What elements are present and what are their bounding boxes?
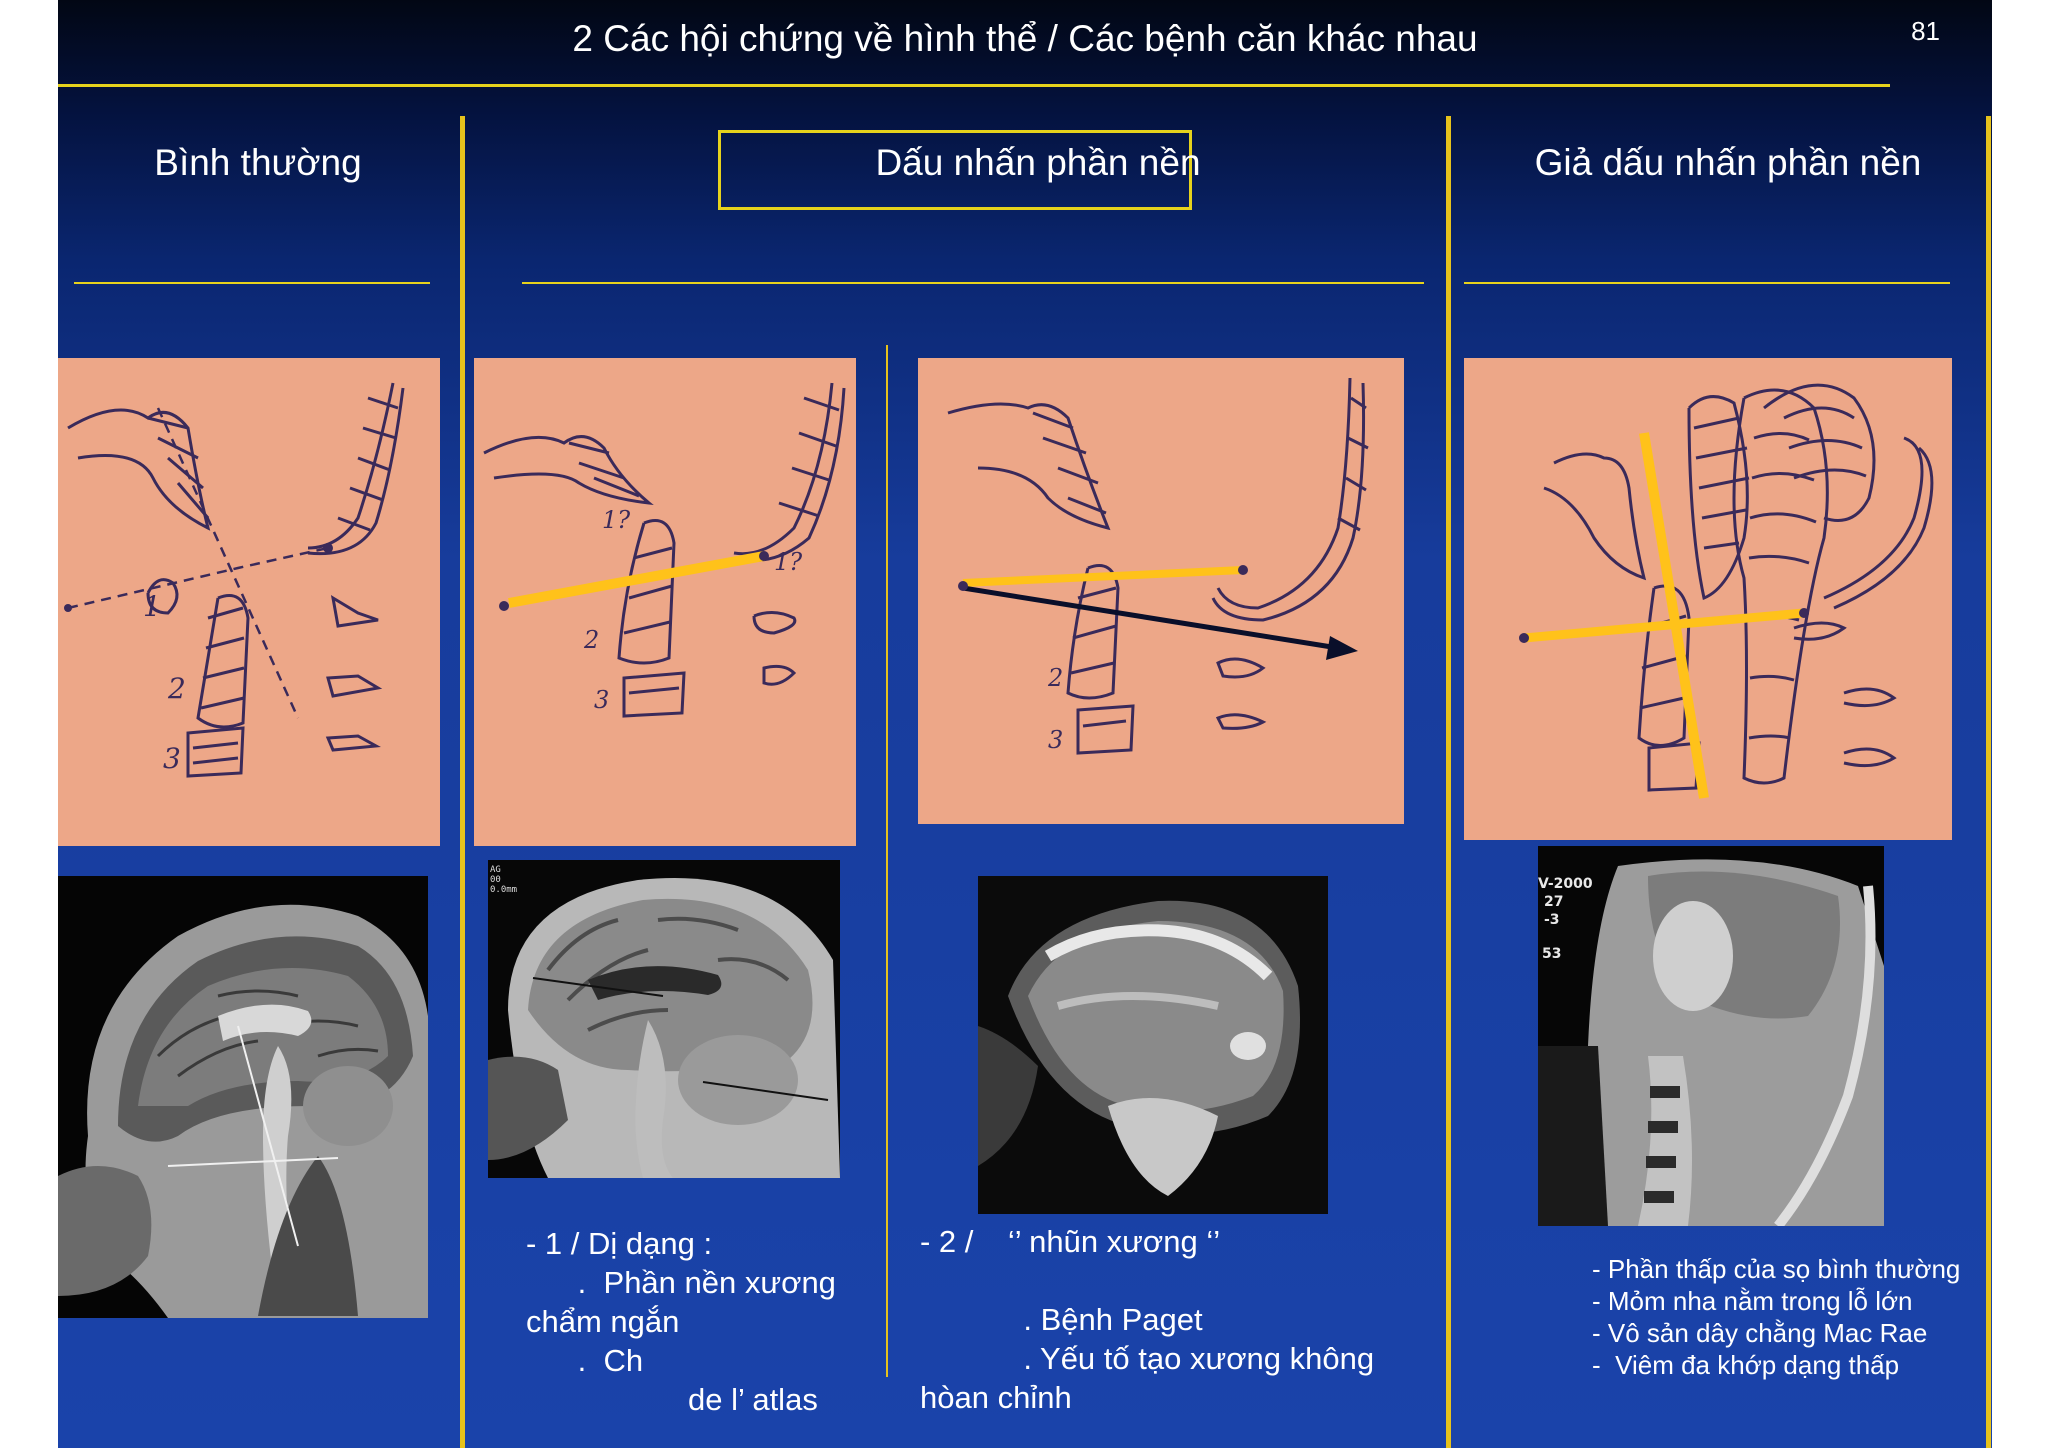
mri-pseudo: V-2000 27 -3 53	[1538, 846, 1884, 1226]
xray-paget	[978, 876, 1328, 1214]
caption-malformation-line-1: - 1 / Dị dạng :	[526, 1226, 713, 1261]
sketch-malformation-drawing: 1? 1? 2 3	[483, 382, 846, 718]
pseudo-findings-item: - Phần thấp của sọ bình thường	[1592, 1254, 1961, 1284]
heading-basilar-impression: Dấu nhấn phần nền	[875, 142, 1201, 183]
caption-malformation-line-2: . Phần nền xương	[526, 1265, 836, 1300]
pseudo-findings-item: - Vô sản dây chằng Mac Rae	[1592, 1318, 1928, 1348]
sketch-malformation-label-3: 3	[594, 686, 609, 714]
heading-normal: Bình thường	[154, 142, 362, 183]
pseudo-findings-item: - Mỏm nha nằm trong lỗ lớn	[1592, 1286, 1913, 1316]
heading-underline-3	[1464, 282, 1950, 284]
pseudo-findings-item: - Viêm đa khớp dạng thấp	[1592, 1350, 1900, 1380]
xray-paget-image	[978, 876, 1328, 1214]
mri-normal	[58, 876, 428, 1318]
title-underline	[58, 84, 1890, 87]
heading-pseudo-basilar-impression: Giả dấu nhấn phần nền	[1534, 142, 1922, 183]
sketch-normal-drawing: 1 2 3	[64, 382, 405, 778]
sketch-normal: 1 2 3	[58, 358, 440, 846]
mri-malformation-label-mm: 0.0mm	[490, 885, 517, 895]
page-number: 81	[1911, 16, 1940, 46]
sketch-osteomalacia-drawing: 2 3	[947, 377, 1369, 755]
heading-underline-2	[522, 282, 1424, 284]
mri-pseudo-label-3: -3	[1544, 912, 1560, 928]
sketch-malformation-label-1a: 1?	[602, 506, 630, 534]
caption-malformation-line-5: de l’ atlas	[688, 1382, 818, 1417]
sketch-normal-label-1: 1	[143, 590, 161, 623]
sketch-pseudo	[1464, 358, 1952, 840]
caption-osteomalacia-line-4: hòan chỉnh	[920, 1380, 1072, 1415]
caption-osteomalacia-line-spacer	[920, 1261, 1420, 1300]
sketch-normal-label-3: 3	[163, 742, 181, 775]
heading-box	[718, 130, 1192, 210]
mri-malformation-label-deg: 00	[490, 875, 501, 885]
mri-pseudo-image: V-2000 27 -3 53	[1538, 846, 1884, 1226]
pseudo-findings-list: - Phần thấp của sọ bình thường - Mỏm nha…	[1592, 1253, 1984, 1381]
caption-malformation-line-3: chẩm ngắn	[526, 1304, 680, 1339]
sketch-malformation-label-1b: 1?	[774, 548, 802, 576]
column-divider-3	[1986, 116, 1991, 1448]
caption-malformation: - 1 / Dị dạng : . Phần nền xương chẩm ng…	[526, 1224, 878, 1419]
column-divider-1	[460, 116, 465, 1448]
sketch-malformation-label-2: 2	[583, 626, 599, 654]
sketch-osteomalacia: 2 3	[918, 358, 1404, 824]
mri-pseudo-label-4: 53	[1542, 946, 1561, 962]
caption-malformation-line-4: . Ch	[526, 1343, 644, 1378]
caption-osteomalacia: - 2 / ‘’ nhũn xương ‘’ . Bệnh Paget . Yế…	[920, 1222, 1420, 1417]
sketch-osteomalacia-label-2: 2	[1047, 664, 1063, 692]
caption-osteomalacia-line-3: . Yếu tố tạo xương không	[920, 1341, 1375, 1376]
sketch-osteomalacia-label-3: 3	[1048, 726, 1063, 754]
mri-pseudo-label-1: V-2000	[1538, 876, 1593, 892]
mri-malformation-image: AG 00 0.0mm	[488, 860, 840, 1178]
mri-malformation: AG 00 0.0mm	[488, 860, 840, 1178]
column-divider-2	[1446, 116, 1451, 1448]
sketch-pseudo-drawing	[1519, 383, 1934, 799]
caption-osteomalacia-line-2: . Bệnh Paget	[920, 1302, 1203, 1337]
mri-malformation-label-ag: AG	[490, 865, 501, 875]
mri-pseudo-label-2: 27	[1544, 894, 1563, 910]
slide: 2 Các hội chứng về hình thể / Các bệnh c…	[58, 0, 1992, 1448]
mri-normal-image	[58, 876, 428, 1318]
sub-column-divider	[886, 345, 888, 1377]
sketch-malformation: 1? 1? 2 3	[474, 358, 856, 846]
sketch-normal-label-2: 2	[167, 672, 186, 705]
slide-title: 2 Các hội chứng về hình thể / Các bệnh c…	[572, 18, 1478, 59]
heading-underline-1	[74, 282, 430, 284]
caption-osteomalacia-line-1: - 2 / ‘’ nhũn xương ‘’	[920, 1224, 1221, 1259]
